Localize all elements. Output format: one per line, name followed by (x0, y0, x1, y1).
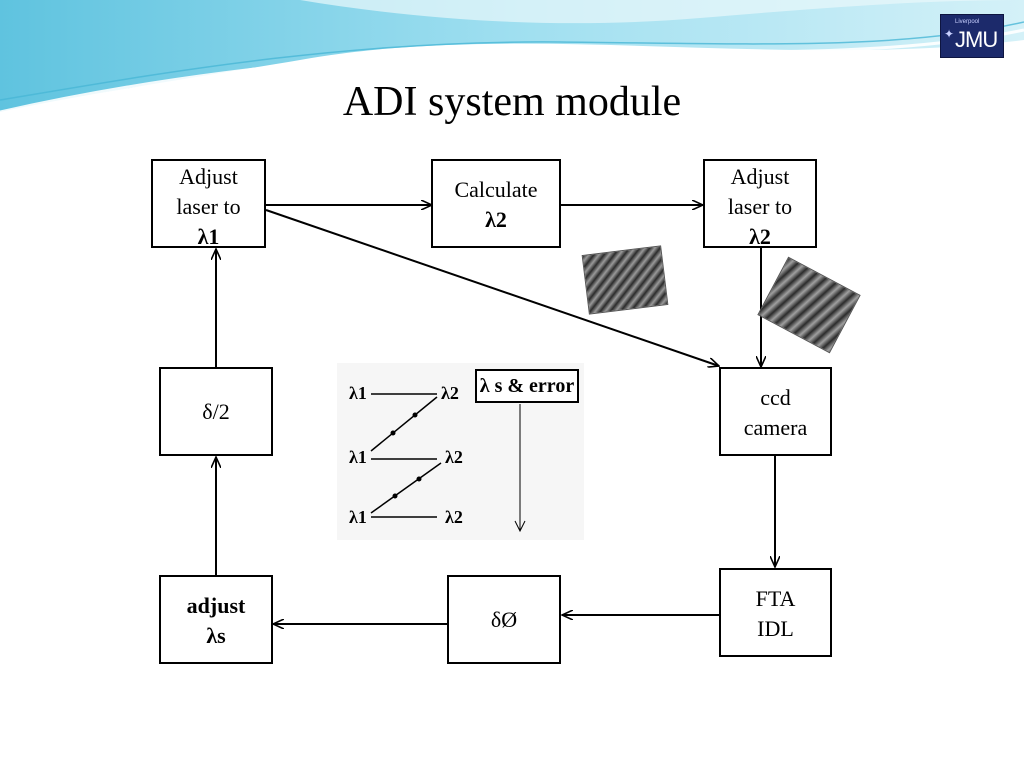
box-fta-line2: IDL (757, 616, 794, 641)
box-calculate-l2: Calculate λ2 (431, 159, 561, 248)
box-ccd-line2: camera (743, 415, 808, 440)
university-logo: ✦ Liverpool JMU (940, 14, 1004, 58)
box-delta-phi: δØ (447, 575, 561, 664)
box-delta-half-line1: δ/2 (202, 399, 230, 424)
logo-mark-icon: ✦ (944, 27, 955, 41)
box-ccd-line1: ccd (760, 385, 791, 410)
box-delta-half: δ/2 (159, 367, 273, 456)
box-adjust-l2-line1: Adjust (730, 164, 790, 189)
box-adjust-l1-line1: Adjust (179, 164, 238, 189)
box-adjust-laser-l1: Adjust laser to λ1 (151, 159, 266, 249)
box-ccd-camera: ccd camera (719, 367, 832, 456)
box-delta-phi-line1: δØ (490, 607, 518, 632)
inset-legend-box: λ s & error (475, 369, 579, 403)
box-adjust-l2-line3: λ2 (749, 224, 771, 249)
arrow-adjust-l1-to-ccd (265, 209, 719, 366)
box-fta-line1: FTA (755, 586, 796, 611)
header-wave-decoration (0, 0, 1024, 114)
box-adjust-l2-line2: laser to (727, 194, 793, 219)
inset-row1-left: λ1 (349, 383, 367, 403)
fringe-pattern-image-1 (581, 245, 669, 315)
box-adjust-s-line1: adjust (186, 593, 246, 618)
inset-row1-right: λ2 (441, 383, 459, 403)
box-adjust-l1-line2: laser to (176, 194, 241, 219)
wavelength-step-inset: λ1 λ2 λ1 λ2 λ1 λ2 λ s & error (337, 363, 584, 540)
inset-row3-right: λ2 (445, 507, 463, 527)
slide-title: ADI system module (342, 79, 682, 125)
inset-row2-right: λ2 (445, 447, 463, 467)
logo-main-text: JMU (955, 27, 998, 52)
box-calculate-line1: Calculate (454, 177, 538, 202)
logo-small-text: Liverpool (955, 19, 980, 25)
box-adjust-s-line2: λs (206, 623, 226, 648)
box-adjust-lambda-s: adjust λs (159, 575, 273, 664)
box-calculate-line2: λ2 (485, 207, 507, 232)
box-adjust-laser-l2: Adjust laser to λ2 (703, 159, 817, 249)
inset-lines (370, 393, 526, 533)
box-adjust-l1-line3: λ1 (197, 224, 220, 249)
box-fta-idl: FTA IDL (719, 568, 832, 657)
inset-row2-left: λ1 (349, 447, 367, 467)
inset-row3-left: λ1 (349, 507, 367, 527)
